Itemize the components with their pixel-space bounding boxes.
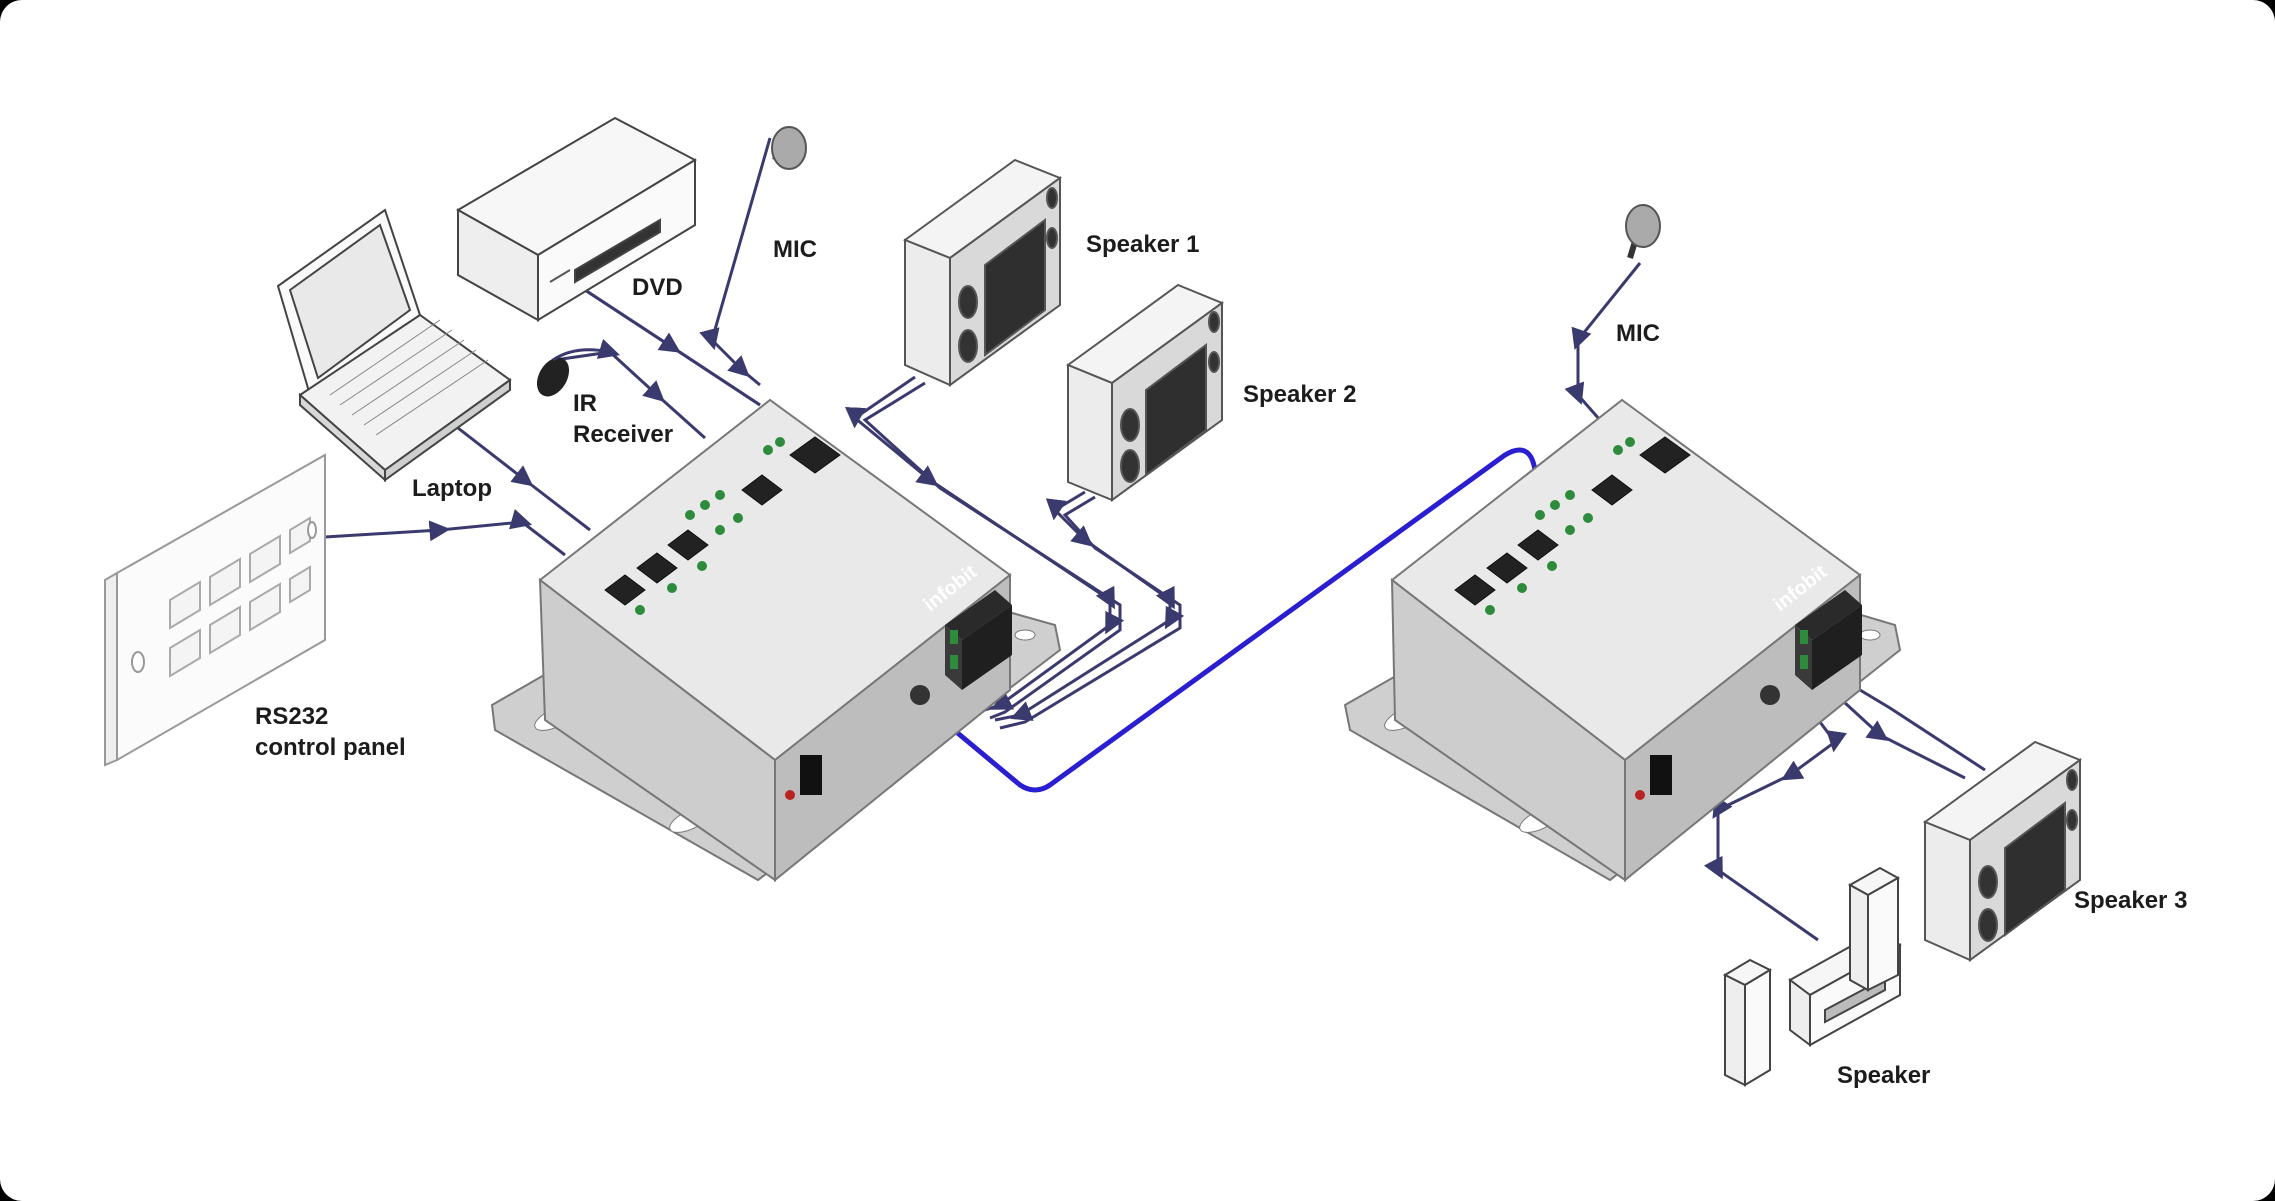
dvd-cable-arrow [584,288,761,407]
speaker-label: Speaker [1837,1062,1931,1089]
amplifier-unit-2: infobit [1343,398,1902,883]
stereo-speaker-set [1722,866,1902,1087]
ir-receiver [536,348,611,397]
ir-receiver-label-line1: IR [573,390,597,417]
ir-receiver-cable [554,338,707,440]
mic-left-label: MIC [773,236,817,263]
laptop [276,208,512,483]
rs232-label-line2: control panel [255,734,406,761]
amplifier-unit-1: infobit [490,398,1062,883]
dvd-player [455,116,698,322]
unit-1-leds [635,437,785,615]
link-cable [946,447,1538,793]
speaker-1-label: Speaker 1 [1086,231,1200,258]
speaker-2 [1065,283,1225,502]
speaker-3-label: Speaker 3 [2074,887,2188,914]
speaker-1 [902,158,1063,387]
rs232-cable [324,509,566,557]
rs232-control-panel [104,453,326,767]
speaker-2-cable-b [999,495,1182,730]
rs232-label-line1: RS232 [255,703,329,730]
ir-receiver-label-line2: Receiver [573,421,674,448]
unit2-speaker-cable [1703,692,1847,942]
mic-left [771,126,807,170]
unit-2-leds [1485,437,1635,615]
unit-2-buttons [1454,436,1691,606]
cables [324,137,1986,942]
mic-right-label: MIC [1616,320,1660,347]
mic-left-cable [699,137,772,387]
mic-right-cable [1564,262,1642,421]
speaker-3 [1922,740,2083,962]
dvd-label: DVD [632,274,683,301]
unit-1-buttons [604,436,841,606]
laptop-label: Laptop [412,475,492,502]
speaker-2-label: Speaker 2 [1243,381,1357,408]
mic-right [1625,204,1661,259]
laptop-cable [457,426,591,532]
